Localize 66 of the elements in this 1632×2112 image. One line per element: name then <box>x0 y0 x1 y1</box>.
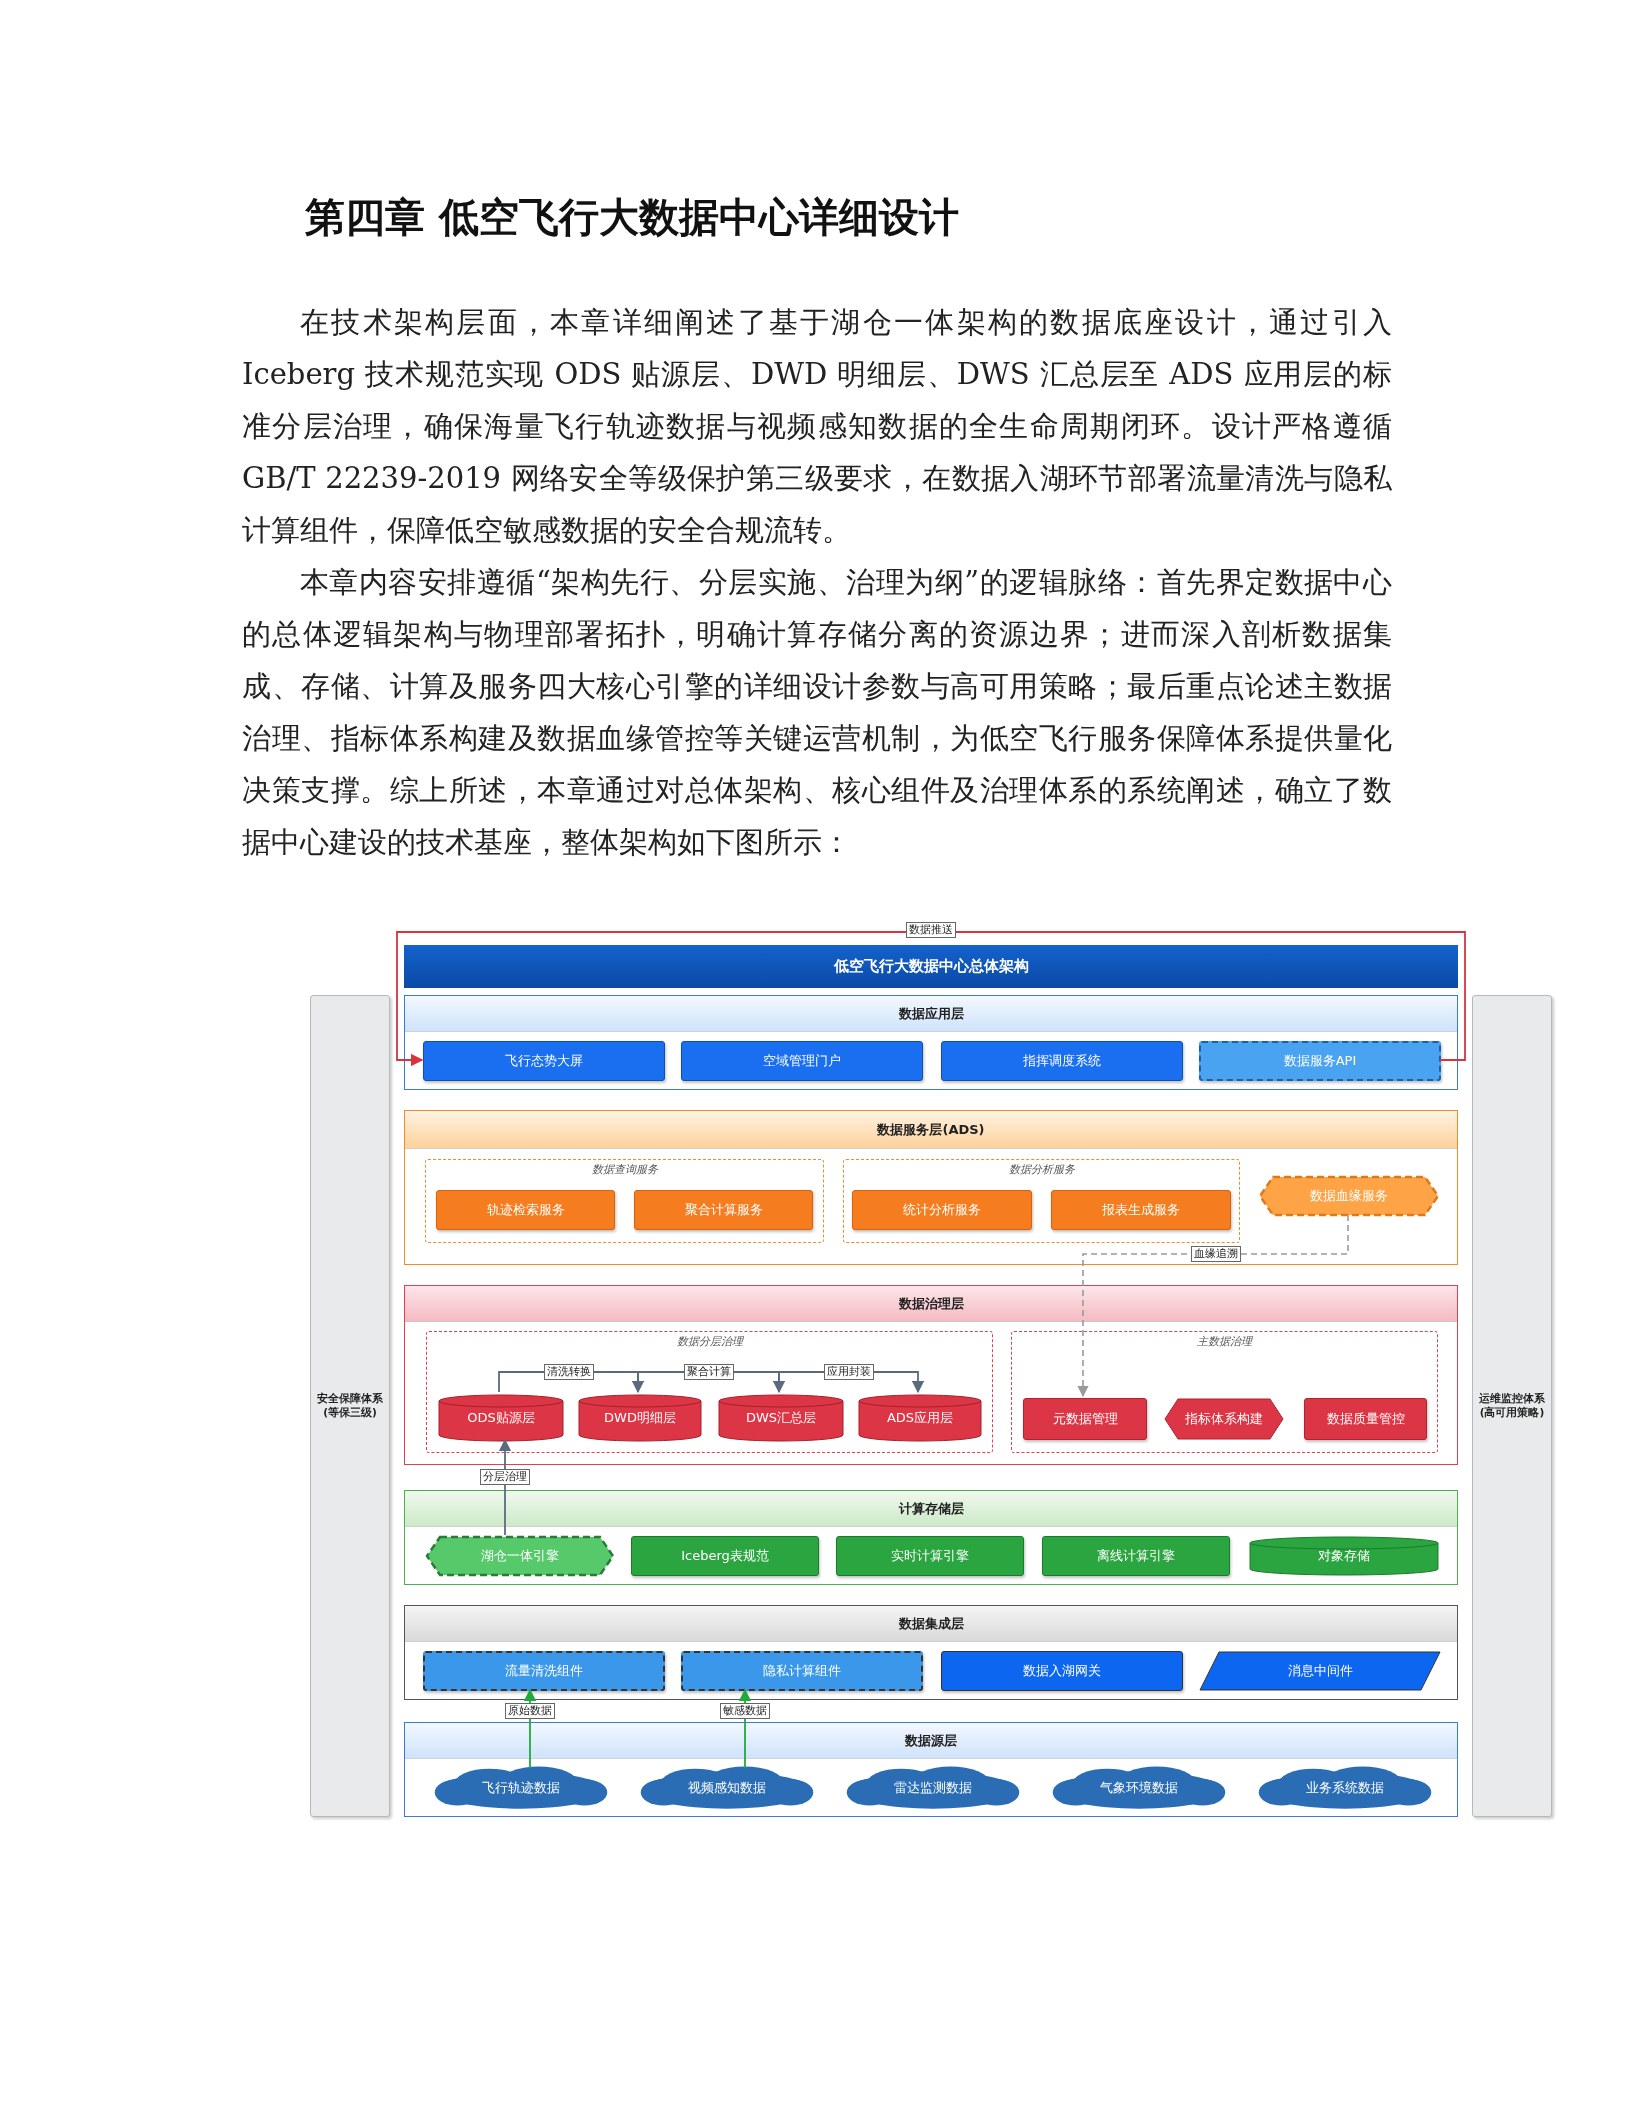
node-label: 对象存储 <box>1318 1547 1370 1565</box>
edge-label: 清洗转换 <box>543 1364 594 1380</box>
layer-header: 数据源层 <box>405 1723 1457 1759</box>
node-label: ODS贴源层 <box>467 1409 535 1427</box>
edge-label: 应用封装 <box>823 1364 874 1380</box>
side-bar: 运维监控体系 (高可用策略) <box>1472 995 1552 1817</box>
edge-label: 血缘追溯 <box>1190 1246 1241 1262</box>
process-box: 数据入湖网关 <box>941 1651 1183 1691</box>
node-label: 湖仓一体引擎 <box>481 1547 559 1565</box>
process-box: 聚合计算服务 <box>634 1190 813 1230</box>
page-title: 第四章 低空飞行大数据中心详细设计 <box>305 193 959 242</box>
layer-header: 数据治理层 <box>405 1286 1457 1322</box>
process-box: 统计分析服务 <box>852 1190 1032 1230</box>
node-label: 视频感知数据 <box>688 1779 766 1797</box>
process-box: 轨迹检索服务 <box>436 1190 615 1230</box>
layer-panel <box>404 1722 1458 1817</box>
node-label: ADS应用层 <box>886 1409 954 1427</box>
side-bar: 安全保障体系 (等保三级) <box>310 995 390 1817</box>
node-label: DWD明细层 <box>604 1409 676 1427</box>
node-label: 飞行轨迹数据 <box>482 1779 560 1797</box>
process-box: 元数据管理 <box>1023 1398 1147 1440</box>
layer-header: 数据服务层(ADS) <box>405 1111 1457 1149</box>
node-label: 消息中间件 <box>1287 1662 1353 1680</box>
group-label: 数据分析服务 <box>1007 1162 1076 1177</box>
edge-label: 敏感数据 <box>720 1703 770 1719</box>
body-paragraph: 本章内容安排遵循“架构先行、分层实施、治理为纲”的逻辑脉络：首先界定数据中心的总体逻辑架构与物理部署拓扑，明确计算存储分离的资源边界；进而深入剖析数据集成、存储、计算及服务四大核心引擎的详细设计参数与高可用策略；最后重点论述主数据治理、指标体系构建及数据血缘管控等关键运营机制，为低空飞行服务保障体系提供量化决策支撑。综上所述，本章通过对总体架构、核心组件及治理体系的系统阐述，确立了数据中心建设的技术基座，整体架构如下图所示： <box>242 564 1392 861</box>
process-box: 流量清洗组件 <box>423 1651 665 1691</box>
group-label: 主数据治理 <box>1196 1334 1254 1349</box>
connector-arrow <box>1077 1214 1349 1398</box>
node-label: 数据血缘服务 <box>1310 1187 1388 1205</box>
edge-label: 分层治理 <box>480 1469 530 1485</box>
layer-panel <box>404 1490 1458 1585</box>
node-label: 业务系统数据 <box>1306 1779 1384 1797</box>
group-label: 数据查询服务 <box>590 1162 659 1177</box>
process-box: 飞行态势大屏 <box>423 1041 665 1081</box>
layer-panel <box>404 1285 1458 1465</box>
group-frame <box>426 1331 993 1453</box>
process-box: 指挥调度系统 <box>941 1041 1183 1081</box>
process-box: 隐私计算组件 <box>681 1651 923 1691</box>
connector-arrow <box>396 931 1466 1067</box>
title-banner: 低空飞行大数据中心总体架构 <box>404 945 1458 988</box>
layer-panel <box>404 1110 1458 1265</box>
node-label: 指标体系构建 <box>1185 1410 1263 1428</box>
layer-header: 数据应用层 <box>405 996 1457 1032</box>
edge-label: 原始数据 <box>505 1703 555 1719</box>
group-label: 数据分层治理 <box>675 1334 745 1349</box>
node-label: 气象环境数据 <box>1100 1779 1178 1797</box>
process-box: 数据服务API <box>1199 1041 1441 1081</box>
layer-panel <box>404 1605 1458 1700</box>
edge-label: 数据推送 <box>906 922 956 938</box>
process-box: 空域管理门户 <box>681 1041 923 1081</box>
node-label: DWS汇总层 <box>745 1409 817 1427</box>
group-frame <box>843 1159 1240 1243</box>
layer-header: 数据集成层 <box>405 1606 1457 1642</box>
layer-header: 计算存储层 <box>405 1491 1457 1527</box>
process-box: 报表生成服务 <box>1051 1190 1231 1230</box>
process-box: 数据质量管控 <box>1304 1398 1427 1440</box>
process-box: 离线计算引擎 <box>1042 1536 1230 1576</box>
body-paragraph: 在技术架构层面，本章详细阐述了基于湖仓一体架构的数据底座设计，通过引入 Iceberg 技术规范实现 ODS 贴源层、DWD 明细层、DWS 汇总层至 ADS 应用层的标准分层治理，确保海量飞行轨迹数据与视频感知数据的全生命周期闭环。设计严格遵循 GB/T 22239-2019 网络安全等级保护第三级要求，在数据入湖环节部署流量清洗与隐私计算组件，保障低空敏感数据的安全合规流转。 <box>242 304 1392 549</box>
group-frame <box>425 1159 824 1243</box>
layer-panel <box>404 995 1458 1090</box>
group-frame <box>1011 1331 1438 1453</box>
process-box: Iceberg表规范 <box>631 1536 819 1576</box>
process-box: 实时计算引擎 <box>836 1536 1024 1576</box>
node-label: 雷达监测数据 <box>894 1779 972 1797</box>
edge-label: 聚合计算 <box>683 1364 734 1380</box>
